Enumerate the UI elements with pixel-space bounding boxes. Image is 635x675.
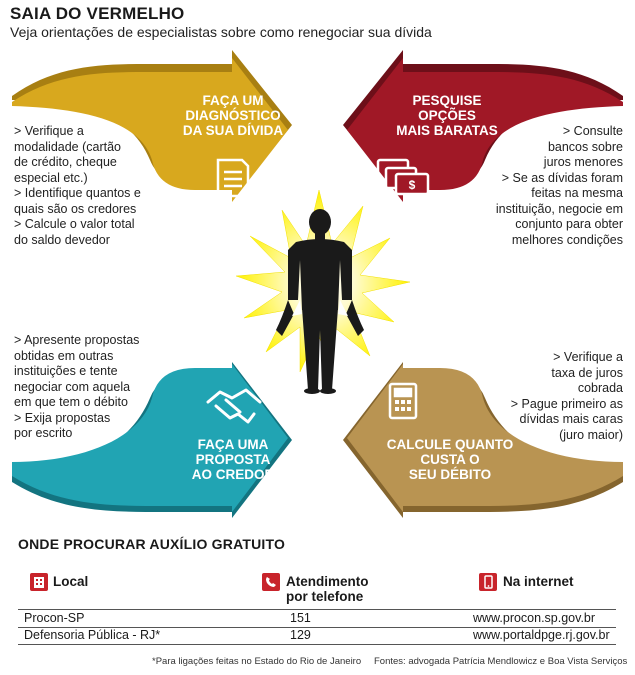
tips-bottom-left: > Apresente propostas obtidas em outras …: [14, 333, 140, 440]
infographic-graphic: $: [12, 50, 623, 518]
row-defensoria-web[interactable]: www.portaldpge.rj.gov.br: [473, 628, 610, 642]
row-procon-web[interactable]: www.procon.sp.gov.br: [473, 611, 596, 625]
tips-top-right: > Consulte bancos sobre juros menores > …: [495, 124, 623, 247]
arrow-top-right-label: PESQUISE OPÇÕES MAIS BARATAS: [396, 93, 498, 138]
row-procon-local: Procon-SP: [24, 611, 85, 625]
man-silhouette-icon: [276, 209, 364, 394]
arrow-bottom-right-label: CALCULE QUANTO CUSTA O SEU DÉBITO: [386, 437, 514, 482]
column-phone-header: Atendimento por telefone: [286, 574, 369, 604]
arrow-top-left-label: FAÇA UM DIAGNÓSTICO DA SUA DÍVIDA: [182, 93, 284, 138]
handshake-icon: [206, 388, 262, 424]
sources: Fontes: advogada Patrícia Mendlowicz e B…: [374, 656, 628, 667]
tips-top-left: > Verifique a modalidade (cartão de créd…: [14, 124, 141, 247]
arrow-top-right: [343, 50, 623, 202]
arrow-bottom-left-label: FAÇA UMA PROPOSTA AO CREDOR: [191, 437, 275, 482]
mobile-icon: [479, 573, 497, 591]
document-icon: [216, 158, 250, 198]
page-title: SAIA DO VERMELHO: [10, 4, 185, 23]
row-procon-phone: 151: [290, 611, 311, 625]
phone-icon: [262, 573, 280, 591]
row-defensoria-phone: 129: [290, 628, 311, 642]
column-local-header: Local: [53, 574, 89, 589]
footnote: *Para ligações feitas no Estado do Rio d…: [152, 656, 362, 667]
arrow-bottom-left: [12, 362, 292, 518]
table-rule-top: [18, 609, 616, 610]
tips-bottom-right: > Verifique a taxa de juros cobrada > Pa…: [510, 350, 623, 442]
help-section-title: ONDE PROCURAR AUXÍLIO GRATUITO: [18, 536, 286, 552]
calculator-icon: [388, 382, 418, 420]
building-icon: [30, 573, 48, 591]
table-rule-middle: [18, 627, 616, 628]
row-defensoria-local: Defensoria Pública - RJ*: [24, 628, 161, 642]
money-bills-icon: $: [376, 158, 430, 196]
page-subtitle: Veja orientações de especialistas sobre …: [10, 24, 432, 40]
table-rule-bottom: [18, 644, 616, 645]
column-internet-header: Na internet: [503, 574, 574, 589]
svg-text:$: $: [409, 178, 416, 192]
